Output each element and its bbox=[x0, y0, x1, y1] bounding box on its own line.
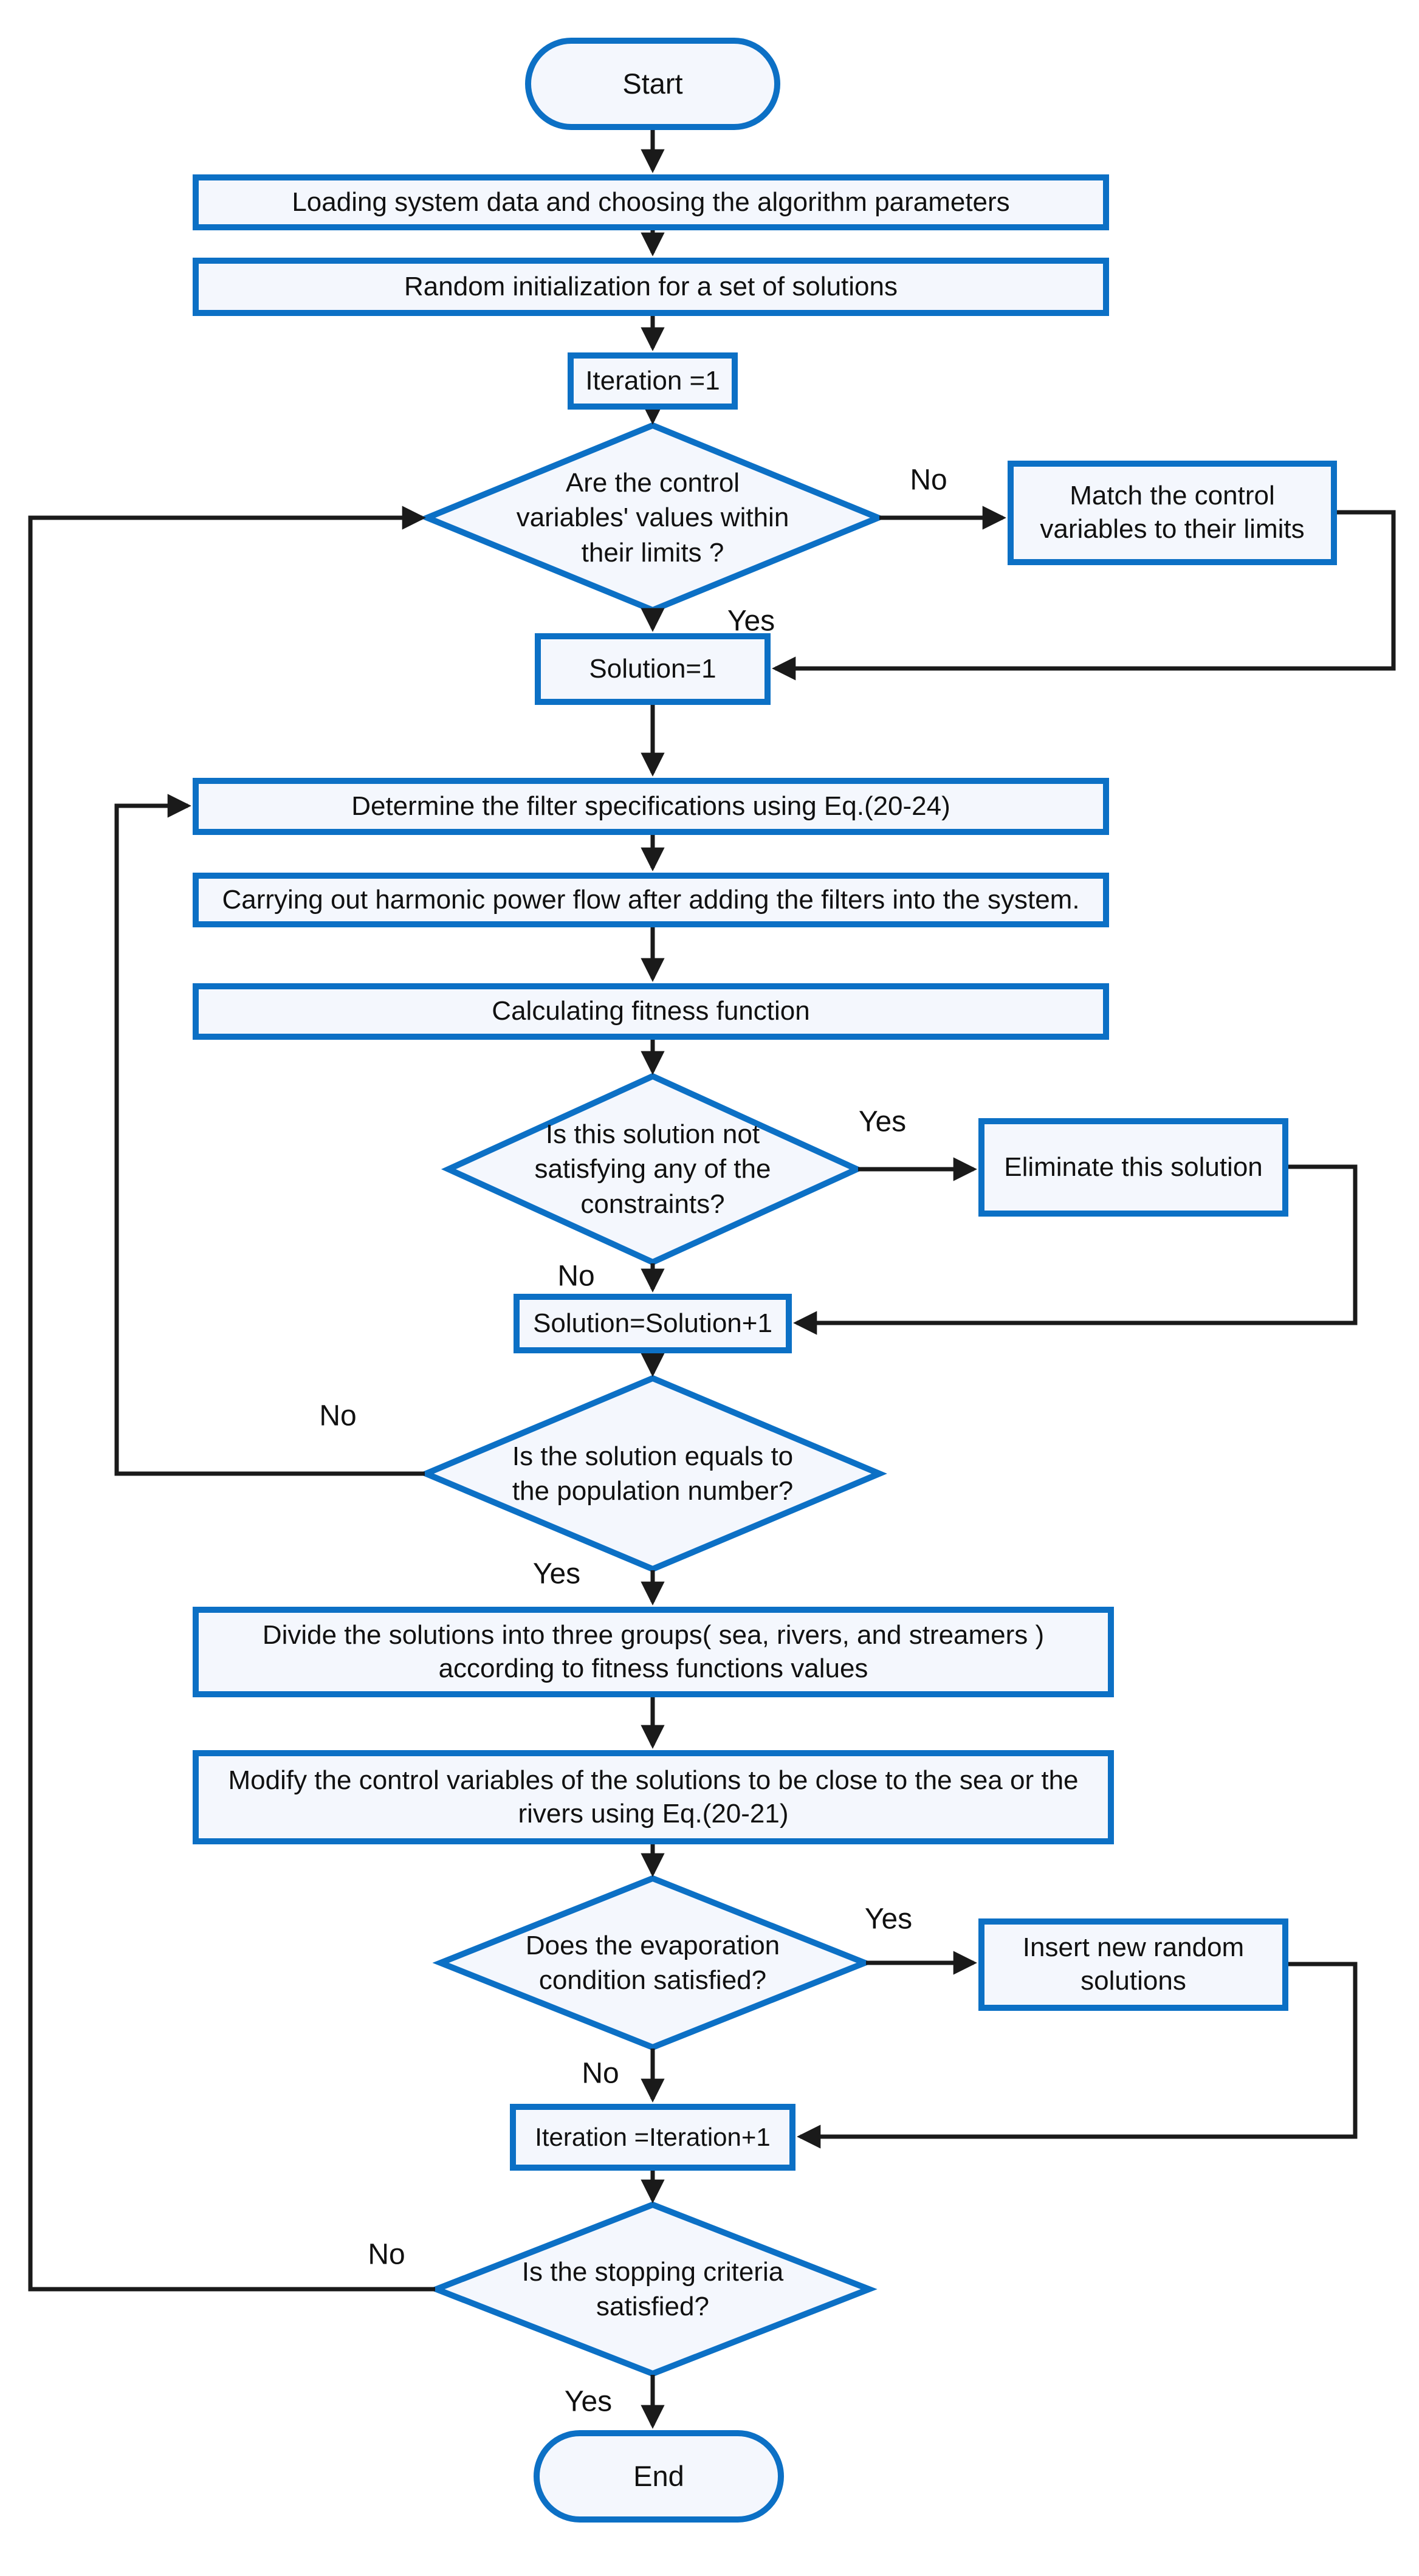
decision-population-diamond bbox=[418, 1375, 887, 1573]
node-start-label: Start bbox=[622, 67, 683, 100]
node-insert-random-line1: Insert new random bbox=[1022, 1932, 1245, 1963]
node-match-limits-line1: Match the control bbox=[1070, 481, 1275, 511]
edge-label-no-constraints: No bbox=[557, 1260, 595, 1293]
edge-label-no-evaporation: No bbox=[582, 2057, 619, 2090]
edge-label-no-stopping: No bbox=[368, 2238, 405, 2271]
edge-eliminate-return-to-increment bbox=[793, 1164, 1358, 1335]
node-match-limits: Match the control variables to their lim… bbox=[1008, 461, 1337, 565]
node-determine-filters-label: Determine the filter specifications usin… bbox=[351, 791, 950, 821]
node-divide-solutions: Divide the solutions into three groups( … bbox=[193, 1607, 1114, 1697]
node-end: End bbox=[534, 2430, 784, 2523]
node-solution-increment: Solution=Solution+1 bbox=[514, 1294, 792, 1353]
node-end-label: End bbox=[633, 2459, 684, 2492]
node-solution-init: Solution=1 bbox=[535, 633, 771, 705]
node-loading-label: Loading system data and choosing the alg… bbox=[292, 187, 1010, 217]
node-harmonic-power-flow: Carrying out harmonic power flow after a… bbox=[193, 873, 1109, 927]
node-start: Start bbox=[525, 38, 780, 130]
node-divide-solutions-line1: Divide the solutions into three groups( … bbox=[262, 1619, 1045, 1650]
node-modify-variables-line2: rivers using Eq.(20-21) bbox=[518, 1798, 789, 1829]
edge-label-yes-evaporation: Yes bbox=[864, 1903, 913, 1935]
edge-label-yes-limits: Yes bbox=[727, 605, 775, 637]
node-iteration-init-label: Iteration =1 bbox=[585, 365, 720, 396]
node-loading: Loading system data and choosing the alg… bbox=[193, 174, 1109, 230]
edge-label-no-population: No bbox=[319, 1400, 357, 1432]
node-solution-increment-label: Solution=Solution+1 bbox=[533, 1308, 772, 1338]
decision-constraints-diamond bbox=[441, 1073, 865, 1266]
node-match-limits-line2: variables to their limits bbox=[1040, 514, 1305, 544]
node-determine-filters: Determine the filter specifications usin… bbox=[193, 778, 1109, 835]
node-iteration-increment: Iteration =Iteration+1 bbox=[510, 2104, 795, 2171]
node-harmonic-power-flow-label: Carrying out harmonic power flow after a… bbox=[222, 884, 1080, 915]
edge-population-return-to-determine-no bbox=[114, 794, 425, 1476]
node-modify-variables-line1: Modify the control variables of the solu… bbox=[228, 1765, 1079, 1795]
node-fitness-function-label: Calculating fitness function bbox=[492, 996, 810, 1026]
node-random-init-label: Random initialization for a set of solut… bbox=[404, 271, 898, 301]
edge-label-no-limits: No bbox=[910, 464, 947, 496]
edge-stopping-return-to-limits-no bbox=[28, 506, 435, 2292]
node-insert-random-line2: solutions bbox=[1081, 1966, 1186, 1996]
node-iteration-init: Iteration =1 bbox=[568, 352, 738, 410]
node-eliminate-solution-label: Eliminate this solution bbox=[1004, 1152, 1263, 1182]
node-divide-solutions-line2: according to fitness functions values bbox=[438, 1653, 868, 1683]
node-solution-init-label: Solution=1 bbox=[589, 653, 716, 684]
edge-label-yes-population: Yes bbox=[532, 1558, 581, 1590]
decision-stopping-diamond bbox=[428, 2201, 878, 2377]
node-insert-random: Insert new random solutions bbox=[978, 1918, 1288, 2011]
node-fitness-function: Calculating fitness function bbox=[193, 983, 1109, 1040]
node-eliminate-solution: Eliminate this solution bbox=[978, 1118, 1288, 1217]
decision-evaporation-diamond bbox=[432, 1875, 873, 2051]
decision-limits-diamond bbox=[419, 422, 887, 614]
node-iteration-increment-label: Iteration =Iteration+1 bbox=[535, 2122, 771, 2151]
node-random-init: Random initialization for a set of solut… bbox=[193, 258, 1109, 316]
edge-insert-return-to-iteration bbox=[797, 1962, 1358, 2149]
edge-label-yes-stopping: Yes bbox=[564, 2385, 613, 2418]
node-modify-variables: Modify the control variables of the solu… bbox=[193, 1750, 1114, 1844]
edge-match-return-to-solution bbox=[772, 510, 1396, 681]
edge-label-yes-constraints: Yes bbox=[858, 1105, 907, 1138]
